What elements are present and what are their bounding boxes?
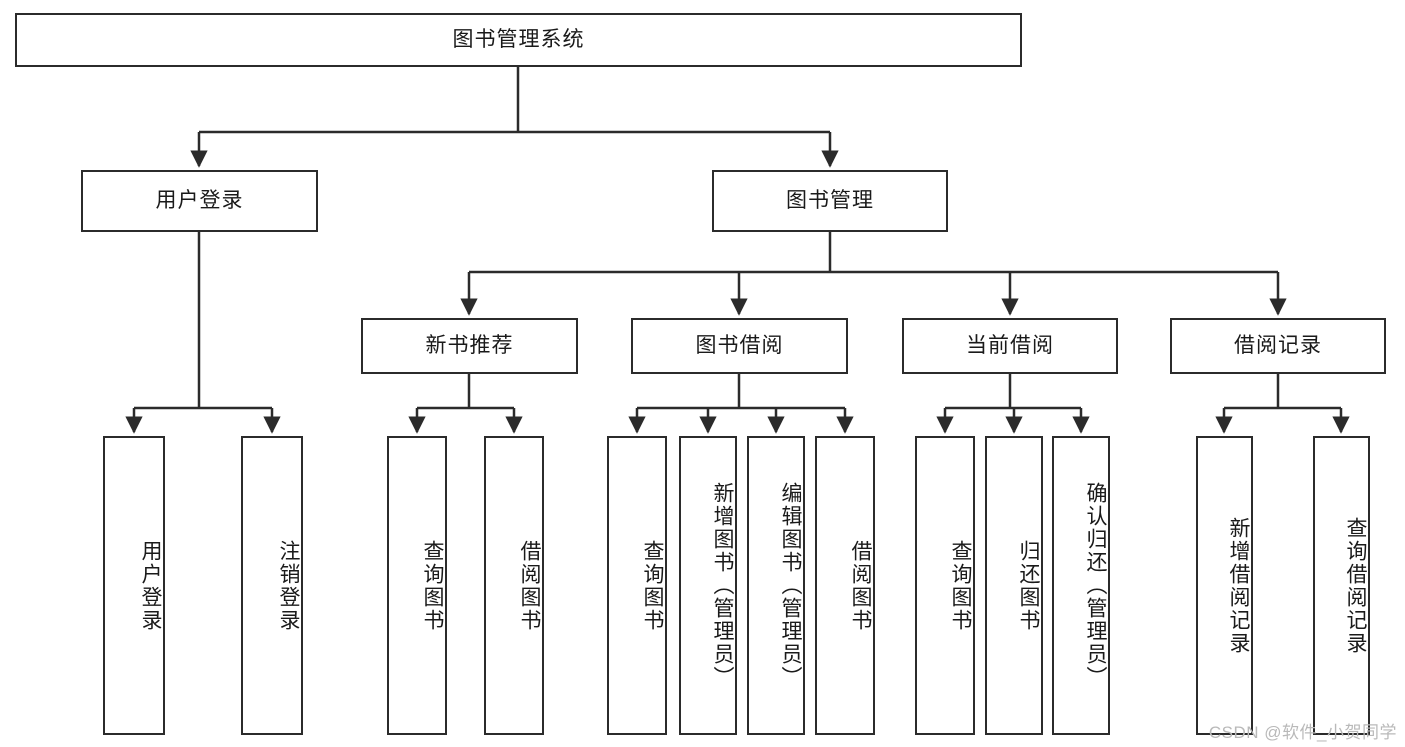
node-leaf-return-book[interactable]: 归还图书: [985, 436, 1043, 735]
node-leaf-confirm-return-admin[interactable]: 确认归还（管理员）: [1052, 436, 1110, 735]
node-leaf-query-book-3-label: 查询图书: [949, 539, 972, 632]
node-leaf-add-record[interactable]: 新增借阅记录: [1196, 436, 1253, 735]
node-book-borrow[interactable]: 图书借阅: [631, 318, 848, 374]
node-leaf-logout[interactable]: 注销登录: [241, 436, 303, 735]
node-leaf-borrow-book-2-label: 借阅图书: [849, 539, 872, 632]
node-leaf-add-book-admin[interactable]: 新增图书（管理员）: [679, 436, 737, 735]
node-leaf-query-book-3[interactable]: 查询图书: [915, 436, 975, 735]
node-borrow-record-label: 借阅记录: [1234, 334, 1322, 358]
node-leaf-query-book-1[interactable]: 查询图书: [387, 436, 447, 735]
node-leaf-add-book-admin-label: 新增图书（管理员）: [711, 482, 734, 689]
node-leaf-query-record-label: 查询借阅记录: [1344, 516, 1367, 655]
node-root-label: 图书管理系统: [452, 28, 585, 52]
node-user-login[interactable]: 用户登录: [81, 170, 318, 232]
node-leaf-query-record[interactable]: 查询借阅记录: [1313, 436, 1370, 735]
node-leaf-add-record-label: 新增借阅记录: [1227, 516, 1250, 655]
node-leaf-query-book-2-label: 查询图书: [641, 539, 664, 632]
node-leaf-logout-label: 注销登录: [277, 539, 300, 632]
node-leaf-borrow-book-1[interactable]: 借阅图书: [484, 436, 544, 735]
node-root[interactable]: 图书管理系统: [15, 13, 1022, 67]
node-borrow-record[interactable]: 借阅记录: [1170, 318, 1386, 374]
node-book-manage-label: 图书管理: [786, 189, 874, 213]
node-leaf-borrow-book-2[interactable]: 借阅图书: [815, 436, 875, 735]
node-leaf-query-book-2[interactable]: 查询图书: [607, 436, 667, 735]
node-current-borrow[interactable]: 当前借阅: [902, 318, 1118, 374]
node-book-manage[interactable]: 图书管理: [712, 170, 948, 232]
node-leaf-user-login[interactable]: 用户登录: [103, 436, 165, 735]
node-leaf-edit-book-admin[interactable]: 编辑图书（管理员）: [747, 436, 805, 735]
node-new-book-rec[interactable]: 新书推荐: [361, 318, 578, 374]
node-leaf-return-book-label: 归还图书: [1017, 539, 1040, 632]
node-current-borrow-label: 当前借阅: [966, 334, 1054, 358]
node-leaf-user-login-label: 用户登录: [139, 539, 162, 632]
node-leaf-edit-book-admin-label: 编辑图书（管理员）: [779, 482, 802, 689]
node-book-borrow-label: 图书借阅: [695, 334, 784, 358]
node-new-book-rec-label: 新书推荐: [425, 334, 514, 358]
node-leaf-borrow-book-1-label: 借阅图书: [518, 539, 541, 632]
node-leaf-confirm-return-admin-label: 确认归还（管理员）: [1084, 482, 1107, 689]
node-user-login-label: 用户登录: [155, 189, 244, 213]
node-leaf-query-book-1-label: 查询图书: [421, 539, 444, 632]
watermark: CSDN @软件_小贺同学: [1208, 723, 1397, 742]
